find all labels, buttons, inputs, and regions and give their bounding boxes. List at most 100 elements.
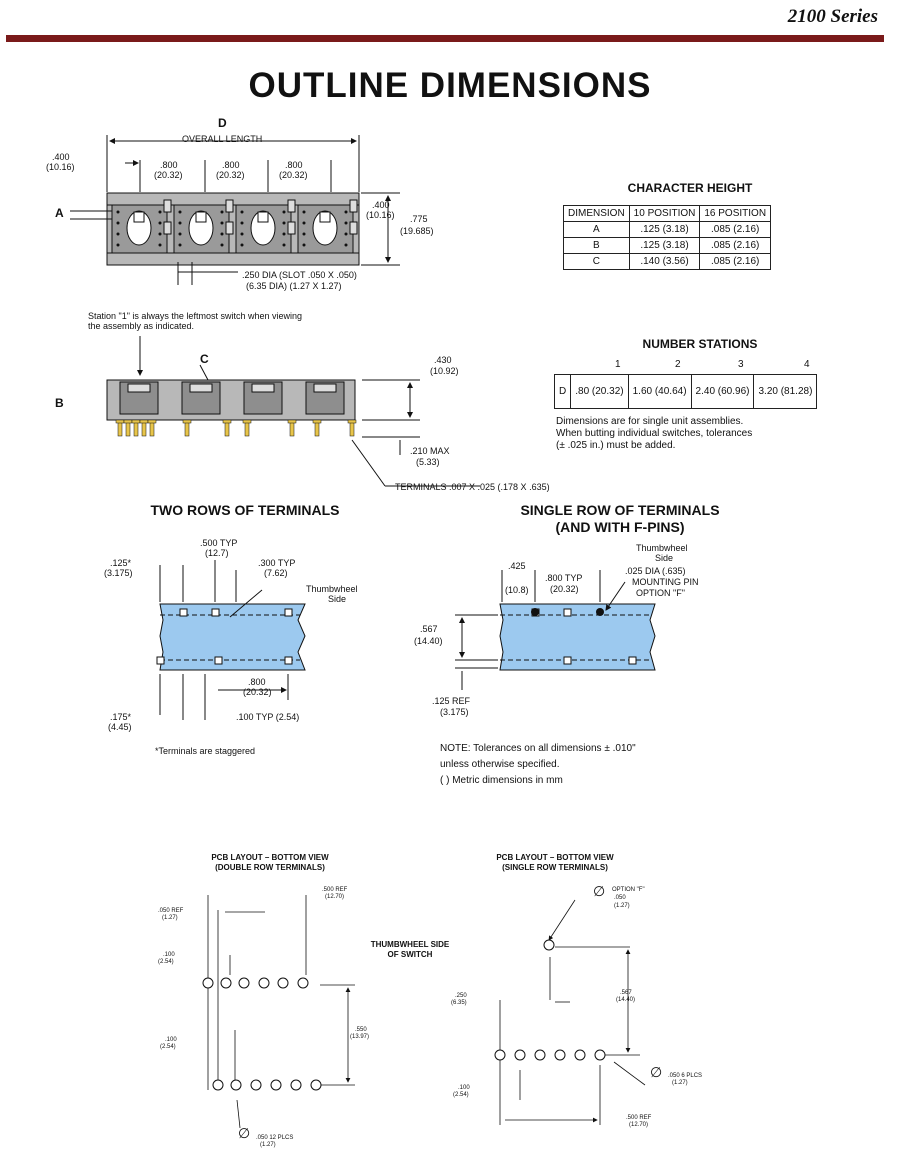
- table-header: DIMENSION: [563, 205, 630, 222]
- window-icon: [319, 211, 331, 223]
- pcb-hole: [574, 1049, 586, 1061]
- dot-icon: [302, 221, 306, 225]
- strip-terminals: [156, 608, 637, 665]
- table-cell: .140 (3.56): [628, 253, 701, 270]
- dim-label: (12.70): [325, 894, 345, 900]
- table-cell: .085 (2.16): [699, 221, 772, 238]
- dim-label: (2.54): [160, 1044, 176, 1050]
- dot-icon: [344, 243, 348, 247]
- pcb-hole: [290, 1079, 302, 1091]
- terminal-head: [131, 419, 141, 424]
- dot-icon: [344, 210, 348, 214]
- dim-label: (1.27): [614, 903, 630, 909]
- dot-icon: [282, 232, 286, 236]
- height-400-mm: (10.16): [366, 210, 395, 220]
- dim-label: (1.27): [672, 1080, 688, 1086]
- pitch-label: .800: [222, 160, 240, 170]
- title-line: SINGLE ROW OF TERMINALS: [520, 502, 720, 518]
- pcb-hole: [514, 1049, 526, 1061]
- dim-label: (2.54): [453, 1092, 469, 1098]
- pitch-label: .800: [285, 160, 303, 170]
- dot-icon: [178, 243, 182, 247]
- height-430-mm: (10.92): [430, 366, 459, 376]
- dot-icon: [240, 221, 244, 225]
- pcb-single-title: PCB LAYOUT – BOTTOM VIEW(SINGLE ROW TERM…: [465, 853, 645, 873]
- wheel-side-icon: [127, 383, 151, 393]
- dim-label: Thumbwheel: [636, 543, 688, 553]
- dim-label: Thumbwheel: [306, 584, 358, 594]
- terminal-head: [115, 419, 125, 424]
- dim-label: (3.175): [104, 568, 133, 578]
- title-line: (AND WITH F-PINS): [555, 519, 685, 535]
- pcb-hole: [494, 1049, 506, 1061]
- pcb-hole: [534, 1049, 546, 1061]
- dim-label: .500 REF: [626, 1115, 652, 1121]
- stations-note: When butting individual switches, tolera…: [556, 428, 753, 439]
- pcb-hole: [250, 1079, 262, 1091]
- dim-label: (14.40): [616, 997, 636, 1003]
- clip-icon: [225, 221, 234, 235]
- dot-icon: [178, 232, 182, 236]
- title-line: (SINGLE ROW TERMINALS): [502, 863, 608, 872]
- dim-label: .425: [508, 561, 526, 571]
- dim-a-label: A: [55, 206, 64, 220]
- dot-icon: [220, 232, 224, 236]
- dot-icon: [282, 210, 286, 214]
- station-note-2: the assembly as indicated.: [88, 321, 195, 331]
- dot-icon: [302, 243, 306, 247]
- height-430: .430: [434, 355, 452, 365]
- window-icon: [195, 211, 207, 223]
- tolerance-note: unless otherwise specified.: [440, 759, 560, 770]
- dim-label: (7.62): [264, 568, 288, 578]
- dim-d-label: D: [218, 116, 227, 130]
- f-pin-hole: [543, 939, 555, 951]
- dot-icon: [116, 232, 120, 236]
- dim-label: .567: [420, 624, 438, 634]
- dim-label: (1.27): [162, 915, 178, 921]
- dot-icon: [178, 210, 182, 214]
- dim-label: (4.45): [108, 722, 132, 732]
- dim-label: Side: [655, 553, 674, 563]
- dot-icon: [240, 243, 244, 247]
- dia-symbol-icon: ∅: [593, 883, 606, 899]
- pcb-hole: [277, 977, 289, 989]
- dim-label: (12.7): [205, 548, 229, 558]
- dim-label: (20.32): [243, 687, 272, 697]
- dim-label: .025 DIA (.635): [625, 566, 686, 576]
- dim-label: MOUNTING PIN: [632, 577, 699, 587]
- overall-length-label: OVERALL LENGTH: [182, 134, 263, 144]
- table-cell: .125 (3.18): [628, 221, 701, 238]
- height-210-mm: (5.33): [416, 457, 440, 467]
- dot-icon: [344, 221, 348, 225]
- dim-label: .550: [355, 1027, 367, 1033]
- dot-icon: [116, 221, 120, 225]
- pcb-hole: [297, 977, 309, 989]
- header-rule: [6, 35, 884, 42]
- dim-label: (12.70): [629, 1122, 649, 1128]
- terminal-pad: [563, 656, 572, 665]
- dim-label: .175*: [110, 712, 132, 722]
- clip-icon: [349, 199, 358, 213]
- dim-label: .100: [458, 1085, 470, 1091]
- height-210: .210 MAX: [410, 446, 450, 456]
- station-col: 1: [615, 359, 621, 370]
- pcb-hole: [554, 1049, 566, 1061]
- table-header: 16 POSITION: [699, 205, 772, 222]
- dot-icon: [116, 243, 120, 247]
- table-cell: D: [553, 374, 572, 409]
- pcb-hole: [594, 1049, 606, 1061]
- dim-label: (6.35): [451, 1000, 467, 1006]
- terminal-head: [347, 419, 357, 424]
- table-cell: 3.20 (81.28): [753, 374, 818, 409]
- dim-label: .800: [248, 677, 266, 687]
- terminal-pad: [214, 656, 223, 665]
- dot-icon: [282, 243, 286, 247]
- tolerance-note: NOTE: Tolerances on all dimensions ± .01…: [440, 743, 636, 754]
- thumbwheel-icon: [250, 210, 276, 246]
- table-cell: C: [563, 253, 630, 270]
- station-note: Station "1" is always the leftmost switc…: [88, 311, 302, 321]
- dim-label: .100: [163, 952, 175, 958]
